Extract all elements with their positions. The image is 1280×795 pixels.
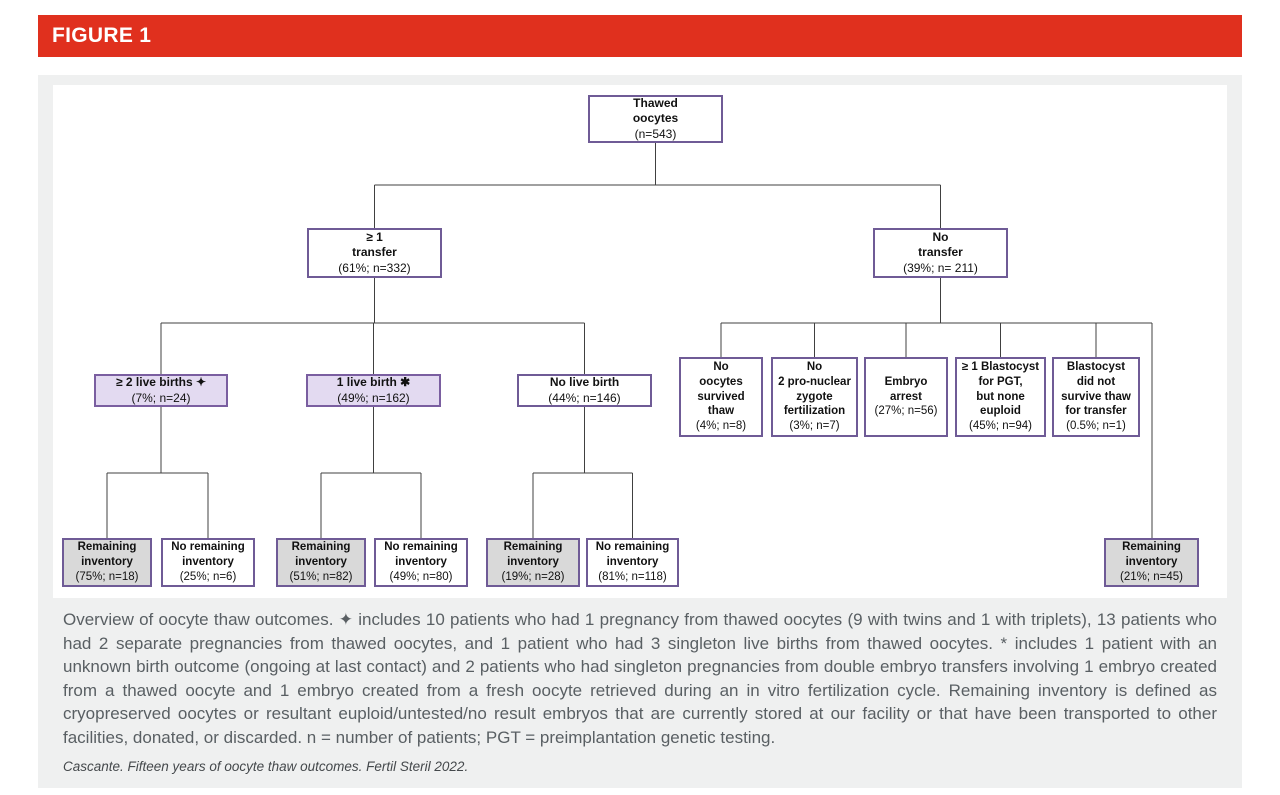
node-remaining-inventory-1: Remaining inventory (51%; n=82) [276, 538, 366, 587]
flowchart-connectors [106, 143, 1153, 538]
figure-caption: Overview of oocyte thaw outcomes. ✦ incl… [63, 610, 1217, 747]
node-stat: (n=543) [634, 126, 677, 141]
node-remaining-inventory-0: Remaining inventory (19%; n=28) [486, 538, 580, 587]
node-label: Blastocyst did not survive thaw for tran… [1061, 361, 1131, 418]
node-label: 1 live birth ✱ [336, 374, 411, 389]
node-no-2pn-fertilization: No 2 pro-nuclear zygote fertilization (3… [771, 357, 858, 437]
node-label: ≥ 2 live births ✦ [116, 374, 206, 389]
node-blastocyst-none-euploid: ≥ 1 Blastocyst for PGT, but none euploid… [955, 357, 1046, 437]
node-remaining-inventory-2plus: Remaining inventory (75%; n=18) [62, 538, 152, 587]
node-live-birth-1: 1 live birth ✱ (49%; n=162) [306, 374, 441, 407]
node-no-live-birth: No live birth (44%; n=146) [517, 374, 652, 407]
node-label: Remaining inventory [291, 541, 351, 569]
node-stat: (61%; n=332) [338, 260, 411, 275]
figure-container: Thawed oocytes (n=543) ≥ 1 transfer (61%… [38, 75, 1242, 788]
node-stat: (81%; n=118) [598, 570, 667, 583]
node-label: No live birth [549, 374, 620, 389]
node-thawed-oocytes: Thawed oocytes (n=543) [588, 95, 723, 143]
node-stat: (45%; n=94) [969, 420, 1032, 433]
node-label: No 2 pro-nuclear zygote fertilization [778, 361, 851, 418]
node-no-oocytes-survived: No oocytes survived thaw (4%; n=8) [679, 357, 763, 437]
node-no-remaining-inventory-2plus: No remaining inventory (25%; n=6) [161, 538, 255, 587]
node-stat: (49%; n=162) [337, 390, 410, 405]
node-stat: (51%; n=82) [289, 570, 353, 583]
node-label: ≥ 1 transfer [352, 229, 397, 260]
node-label: No remaining inventory [595, 541, 670, 569]
node-stat: (27%; n=56) [874, 405, 938, 418]
node-no-transfer: No transfer (39%; n= 211) [873, 228, 1008, 278]
node-stat: (49%; n=80) [389, 570, 453, 583]
node-label: No transfer [918, 229, 963, 260]
node-stat: (44%; n=146) [548, 390, 621, 405]
node-blastocyst-not-survive: Blastocyst did not survive thaw for tran… [1052, 357, 1140, 437]
node-no-remaining-inventory-1: No remaining inventory (49%; n=80) [374, 538, 468, 587]
node-live-births-2plus: ≥ 2 live births ✦ (7%; n=24) [94, 374, 228, 407]
node-embryo-arrest: Embryo arrest (27%; n=56) [864, 357, 948, 437]
flowchart-canvas: Thawed oocytes (n=543) ≥ 1 transfer (61%… [53, 85, 1227, 598]
node-label: No remaining inventory [384, 541, 458, 569]
node-stat: (0.5%; n=1) [1066, 420, 1126, 433]
node-label: Embryo arrest [884, 375, 928, 403]
node-transfer: ≥ 1 transfer (61%; n=332) [307, 228, 442, 278]
figure-banner-title: FIGURE 1 [52, 24, 152, 47]
node-label: Remaining inventory [1122, 541, 1181, 569]
node-stat: (25%; n=6) [179, 570, 237, 583]
node-stat: (75%; n=18) [75, 570, 139, 583]
node-label: Thawed oocytes [632, 95, 679, 126]
node-stat: (4%; n=8) [695, 420, 747, 433]
node-label: Remaining inventory [77, 541, 137, 569]
node-stat: (7%; n=24) [131, 390, 191, 405]
node-stat: (39%; n= 211) [903, 260, 978, 275]
node-no-remaining-inventory-0: No remaining inventory (81%; n=118) [586, 538, 679, 587]
node-remaining-inventory-no-transfer: Remaining inventory (21%; n=45) [1104, 538, 1199, 587]
figure-citation: Cascante. Fifteen years of oocyte thaw o… [63, 758, 469, 774]
node-label: ≥ 1 Blastocyst for PGT, but none euploid [961, 361, 1040, 418]
figure-banner: FIGURE 1 [38, 15, 1242, 57]
node-stat: (3%; n=7) [789, 420, 840, 433]
node-label: No oocytes survived thaw [697, 361, 745, 418]
node-label: No remaining inventory [171, 541, 245, 569]
node-label: Remaining inventory [503, 541, 563, 569]
node-stat: (19%; n=28) [501, 570, 565, 583]
node-stat: (21%; n=45) [1120, 570, 1183, 583]
